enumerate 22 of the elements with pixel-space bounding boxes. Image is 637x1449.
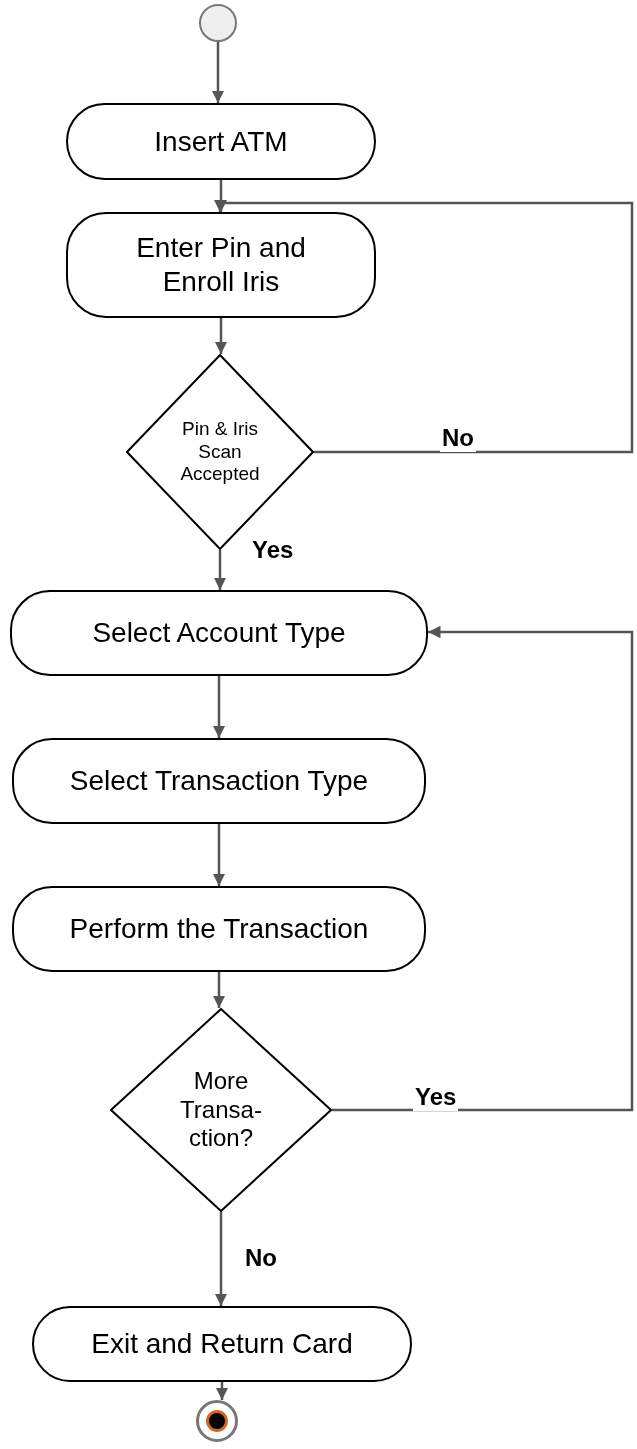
node-text: Insert ATM [154,124,288,159]
arrow [211,42,225,103]
arrow [213,199,634,454]
arrow [214,318,228,354]
arrow [214,1212,228,1306]
arrow [212,972,226,1008]
node-text: More Transa- ction? [179,1066,263,1154]
node-text: Enter Pin and Enroll Iris [135,231,307,299]
end-circle [196,1400,238,1442]
node-text: Pin & Iris Scan Accepted [180,417,260,487]
arrow [212,676,226,738]
arrow [332,625,634,1112]
decision-diamond [110,1008,332,1212]
arrow [215,1382,229,1400]
node-text: Select Account Type [92,616,346,650]
node-text: Perform the Transaction [69,912,369,946]
start-circle [199,4,237,42]
arrow [213,550,227,590]
node-text: Exit and Return Card [91,1327,353,1361]
node-text: Select Transaction Type [69,764,369,798]
process-box [66,212,376,318]
arrow [212,824,226,886]
